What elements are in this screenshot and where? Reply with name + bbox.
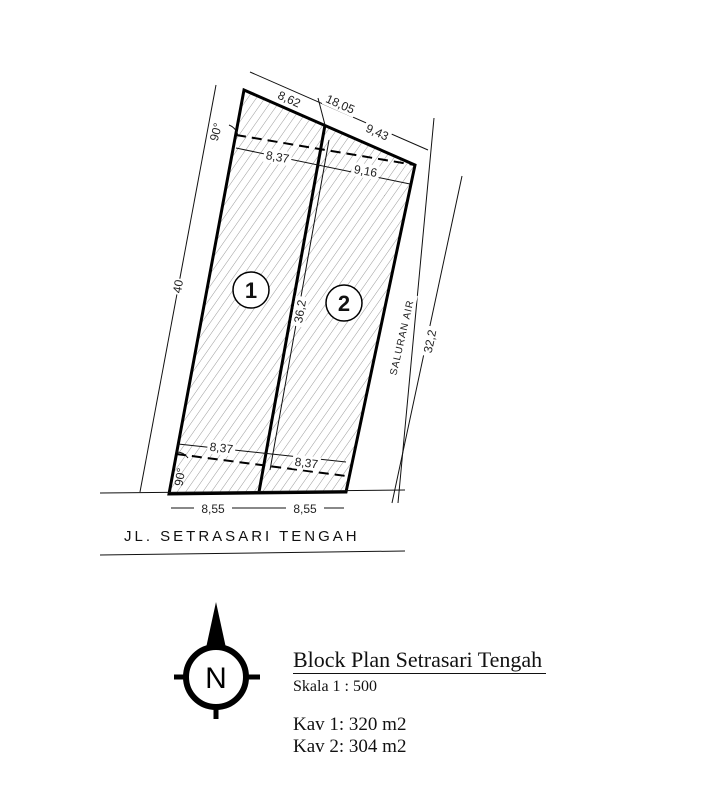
- lower-setback-line: [175, 453, 347, 477]
- lower-right-inner-dimension: 8,37: [294, 455, 319, 472]
- plot-2-area-label: Kav 2: 304 m2: [293, 736, 407, 757]
- plot-areas: Kav 1: 320 m2 Kav 2: 304 m2: [293, 714, 546, 758]
- top-total-dimension: 18,05: [324, 92, 357, 117]
- angle-arc-top: [228, 124, 239, 137]
- angle-arc-bottom: [175, 451, 189, 459]
- divider-dimension: 36,2: [291, 298, 309, 324]
- upper-left-inner-dimension: 8,37: [265, 148, 291, 166]
- compass-north-letter: N: [205, 662, 227, 695]
- plan-title: Block Plan Setrasari Tengah: [293, 647, 547, 674]
- top-split-tick: [317, 97, 326, 126]
- plan-scale: Skala 1 : 500: [293, 678, 377, 695]
- road-line: [99, 550, 406, 556]
- lower-left-inner-dimension: 8,37: [209, 440, 234, 457]
- plot-2-marker: [325, 284, 363, 322]
- plot-divider-line: [257, 124, 327, 493]
- upper-right-inner-dimension: 9,16: [353, 162, 379, 180]
- bottom-right-dimension: 8,55: [293, 502, 317, 516]
- plot-2-number: 2: [338, 291, 350, 316]
- bottom-left-dimension: 8,55: [201, 502, 225, 516]
- channel-label: SALURAN AIR: [389, 299, 417, 377]
- plot-1-marker: [232, 271, 270, 309]
- plan-legend: Block Plan Setrasari Tengah Skala 1 : 50…: [293, 647, 547, 758]
- ground-line: [99, 489, 406, 494]
- upper-setback-line: [235, 134, 416, 166]
- right-side-dimension: 32,2: [421, 328, 440, 354]
- left-side-dimension: 40: [170, 278, 186, 294]
- angle-bottom-label: 90°: [172, 467, 189, 487]
- angle-top-label: 90°: [207, 121, 225, 142]
- plot-1-number: 1: [245, 278, 257, 303]
- plot-1-area-label: Kav 1: 320 m2: [293, 714, 407, 735]
- north-compass-icon: N: [174, 602, 260, 719]
- lot-boundary: [167, 87, 417, 496]
- right-outer-dimension-line: [397, 117, 435, 504]
- road-name: JL. SETRASARI TENGAH: [124, 528, 360, 545]
